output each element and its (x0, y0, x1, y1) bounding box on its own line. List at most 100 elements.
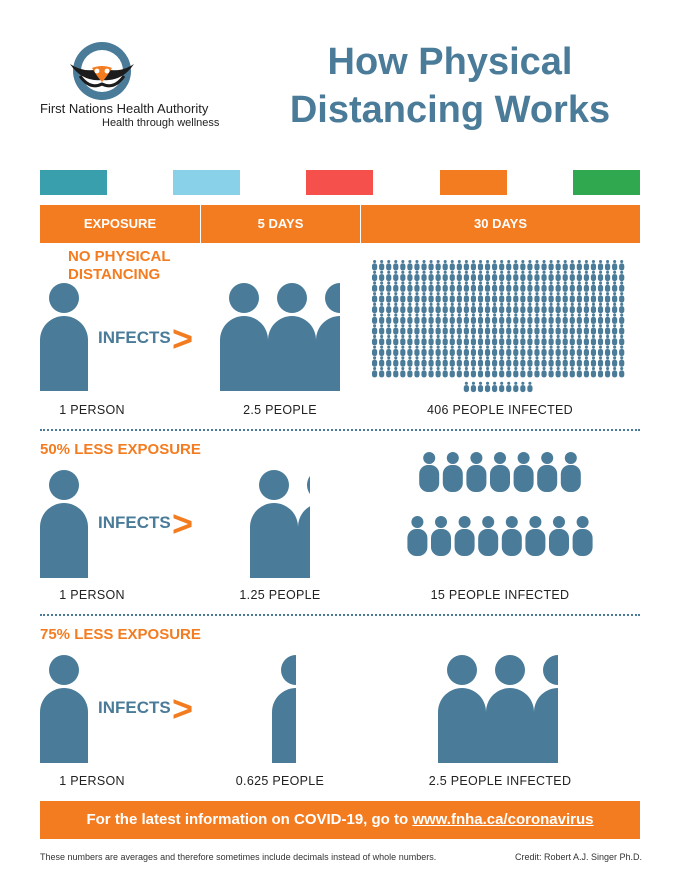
crowd-person-icon (428, 302, 434, 314)
crowd-person-icon (407, 516, 428, 556)
crowd-person-icon (548, 313, 554, 324)
crowd-person-icon (520, 313, 526, 324)
person-icon-partial (534, 655, 558, 763)
crowd-person-icon (484, 292, 491, 303)
crowd-person-icon (470, 313, 477, 324)
crowd-person-icon (506, 302, 512, 314)
crowd-person-icon (449, 281, 455, 292)
crowd-person-icon (414, 302, 420, 314)
color-swatch-green (573, 170, 640, 195)
crowd-person-icon (549, 516, 569, 556)
crowd-person-icon (400, 270, 406, 282)
crowd-person-icon (463, 313, 469, 324)
crowd-person-icon (548, 345, 554, 356)
crowd-person-icon (555, 270, 561, 282)
crowd-person-icon (477, 292, 484, 303)
crowd-person-icon (442, 324, 448, 335)
crowd-person-icon (400, 281, 406, 292)
crowd-person-icon (597, 292, 604, 303)
crowd-person-icon (590, 324, 597, 335)
crowd-person-icon (414, 324, 420, 335)
crowd-person-icon (555, 313, 561, 324)
crowd-person-icon (562, 302, 568, 314)
crowd-person-icon (400, 356, 406, 367)
crowd-person-icon (477, 324, 484, 335)
crowd-person-icon (520, 302, 526, 314)
crowd-person-icon (520, 281, 526, 292)
crowd-person-icon (428, 260, 434, 271)
crowd-person-icon (604, 292, 611, 303)
caption-exposure: 1 PERSON (59, 774, 125, 788)
crowd-person-icon (414, 334, 420, 346)
crowd-person-icon (583, 367, 589, 378)
organization-name: First Nations Health Authority (40, 101, 209, 116)
crowd-person-icon (612, 345, 618, 356)
crowd-person-icon (513, 313, 519, 324)
crowd-person-icon (463, 324, 469, 335)
crowd-person-icon (527, 381, 533, 393)
crowd-person-icon (456, 367, 462, 378)
crowd-person-icon (562, 270, 568, 282)
color-swatch-teal (40, 170, 107, 195)
crowd-person-icon (541, 260, 547, 271)
crowd-person-icon (393, 302, 399, 314)
crowd-person-icon (562, 313, 568, 324)
crowd-person-icon (470, 345, 477, 356)
crowd-person-icon (527, 302, 533, 314)
crowd-person-icon (414, 313, 420, 324)
crowd-person-icon (386, 260, 392, 271)
crowd-person-icon (421, 356, 427, 367)
crowd-person-icon (372, 367, 378, 378)
crowd-person-icon (597, 345, 604, 356)
caption-thirty-days: 406 PEOPLE INFECTED (426, 403, 574, 417)
crowd-person-icon (492, 302, 498, 314)
crowd-person-icon (407, 270, 413, 282)
crowd-person-icon (506, 292, 512, 303)
crowd-person-icon (414, 345, 420, 356)
header-divider (200, 205, 201, 243)
crowd-person-icon (562, 281, 568, 292)
crowd-person-icon (555, 345, 561, 356)
crowd-person-icon (541, 334, 547, 346)
crowd-person-icon (456, 313, 462, 324)
crowd-person-icon (393, 281, 399, 292)
crowd-person-icon (619, 356, 625, 367)
crowd-person-icon (428, 356, 434, 367)
color-swatch-red (306, 170, 373, 195)
crowd-person-icon (520, 381, 526, 393)
crowd-person-icon (456, 270, 462, 282)
crowd-person-icon (379, 260, 385, 271)
crowd-person-icon (541, 313, 547, 324)
crowd-person-icon (428, 345, 434, 356)
crowd-person-icon (442, 367, 448, 378)
chevron-right-icon: > (172, 688, 194, 729)
crowd-person-icon (421, 367, 427, 378)
crowd-person-icon (463, 334, 469, 346)
crowd-person-icon (597, 356, 604, 367)
crowd-person-icon (372, 313, 378, 324)
person-icon-partial (298, 476, 310, 578)
infects-label: INFECTS (98, 698, 171, 717)
crowd-person-icon (583, 281, 589, 292)
crowd-person-icon (386, 367, 392, 378)
thirty-day-crowd-406 (372, 260, 625, 393)
crowd-person-icon (583, 292, 589, 303)
crowd-person-icon (435, 324, 441, 335)
crowd-person-icon (612, 334, 618, 346)
crowd-person-icon (499, 281, 505, 292)
crowd-person-icon (520, 334, 526, 346)
crowd-person-icon (456, 281, 462, 292)
crowd-person-icon (407, 324, 413, 335)
scenario-label-line: NO PHYSICAL (68, 248, 171, 265)
crowd-person-icon (576, 313, 582, 324)
crowd-person-icon (419, 452, 440, 492)
crowd-person-icon (597, 270, 604, 282)
credit-line: Credit: Robert A.J. Singer Ph.D. (515, 852, 643, 862)
crowd-person-icon (597, 281, 604, 292)
crowd-person-icon (604, 367, 611, 378)
crowd-person-icon (534, 345, 540, 356)
crowd-person-icon (619, 260, 625, 271)
crowd-person-icon (421, 302, 427, 314)
coronavirus-info-link[interactable]: www.fnha.ca/coronavirus (412, 811, 594, 828)
crowd-person-icon (555, 281, 561, 292)
